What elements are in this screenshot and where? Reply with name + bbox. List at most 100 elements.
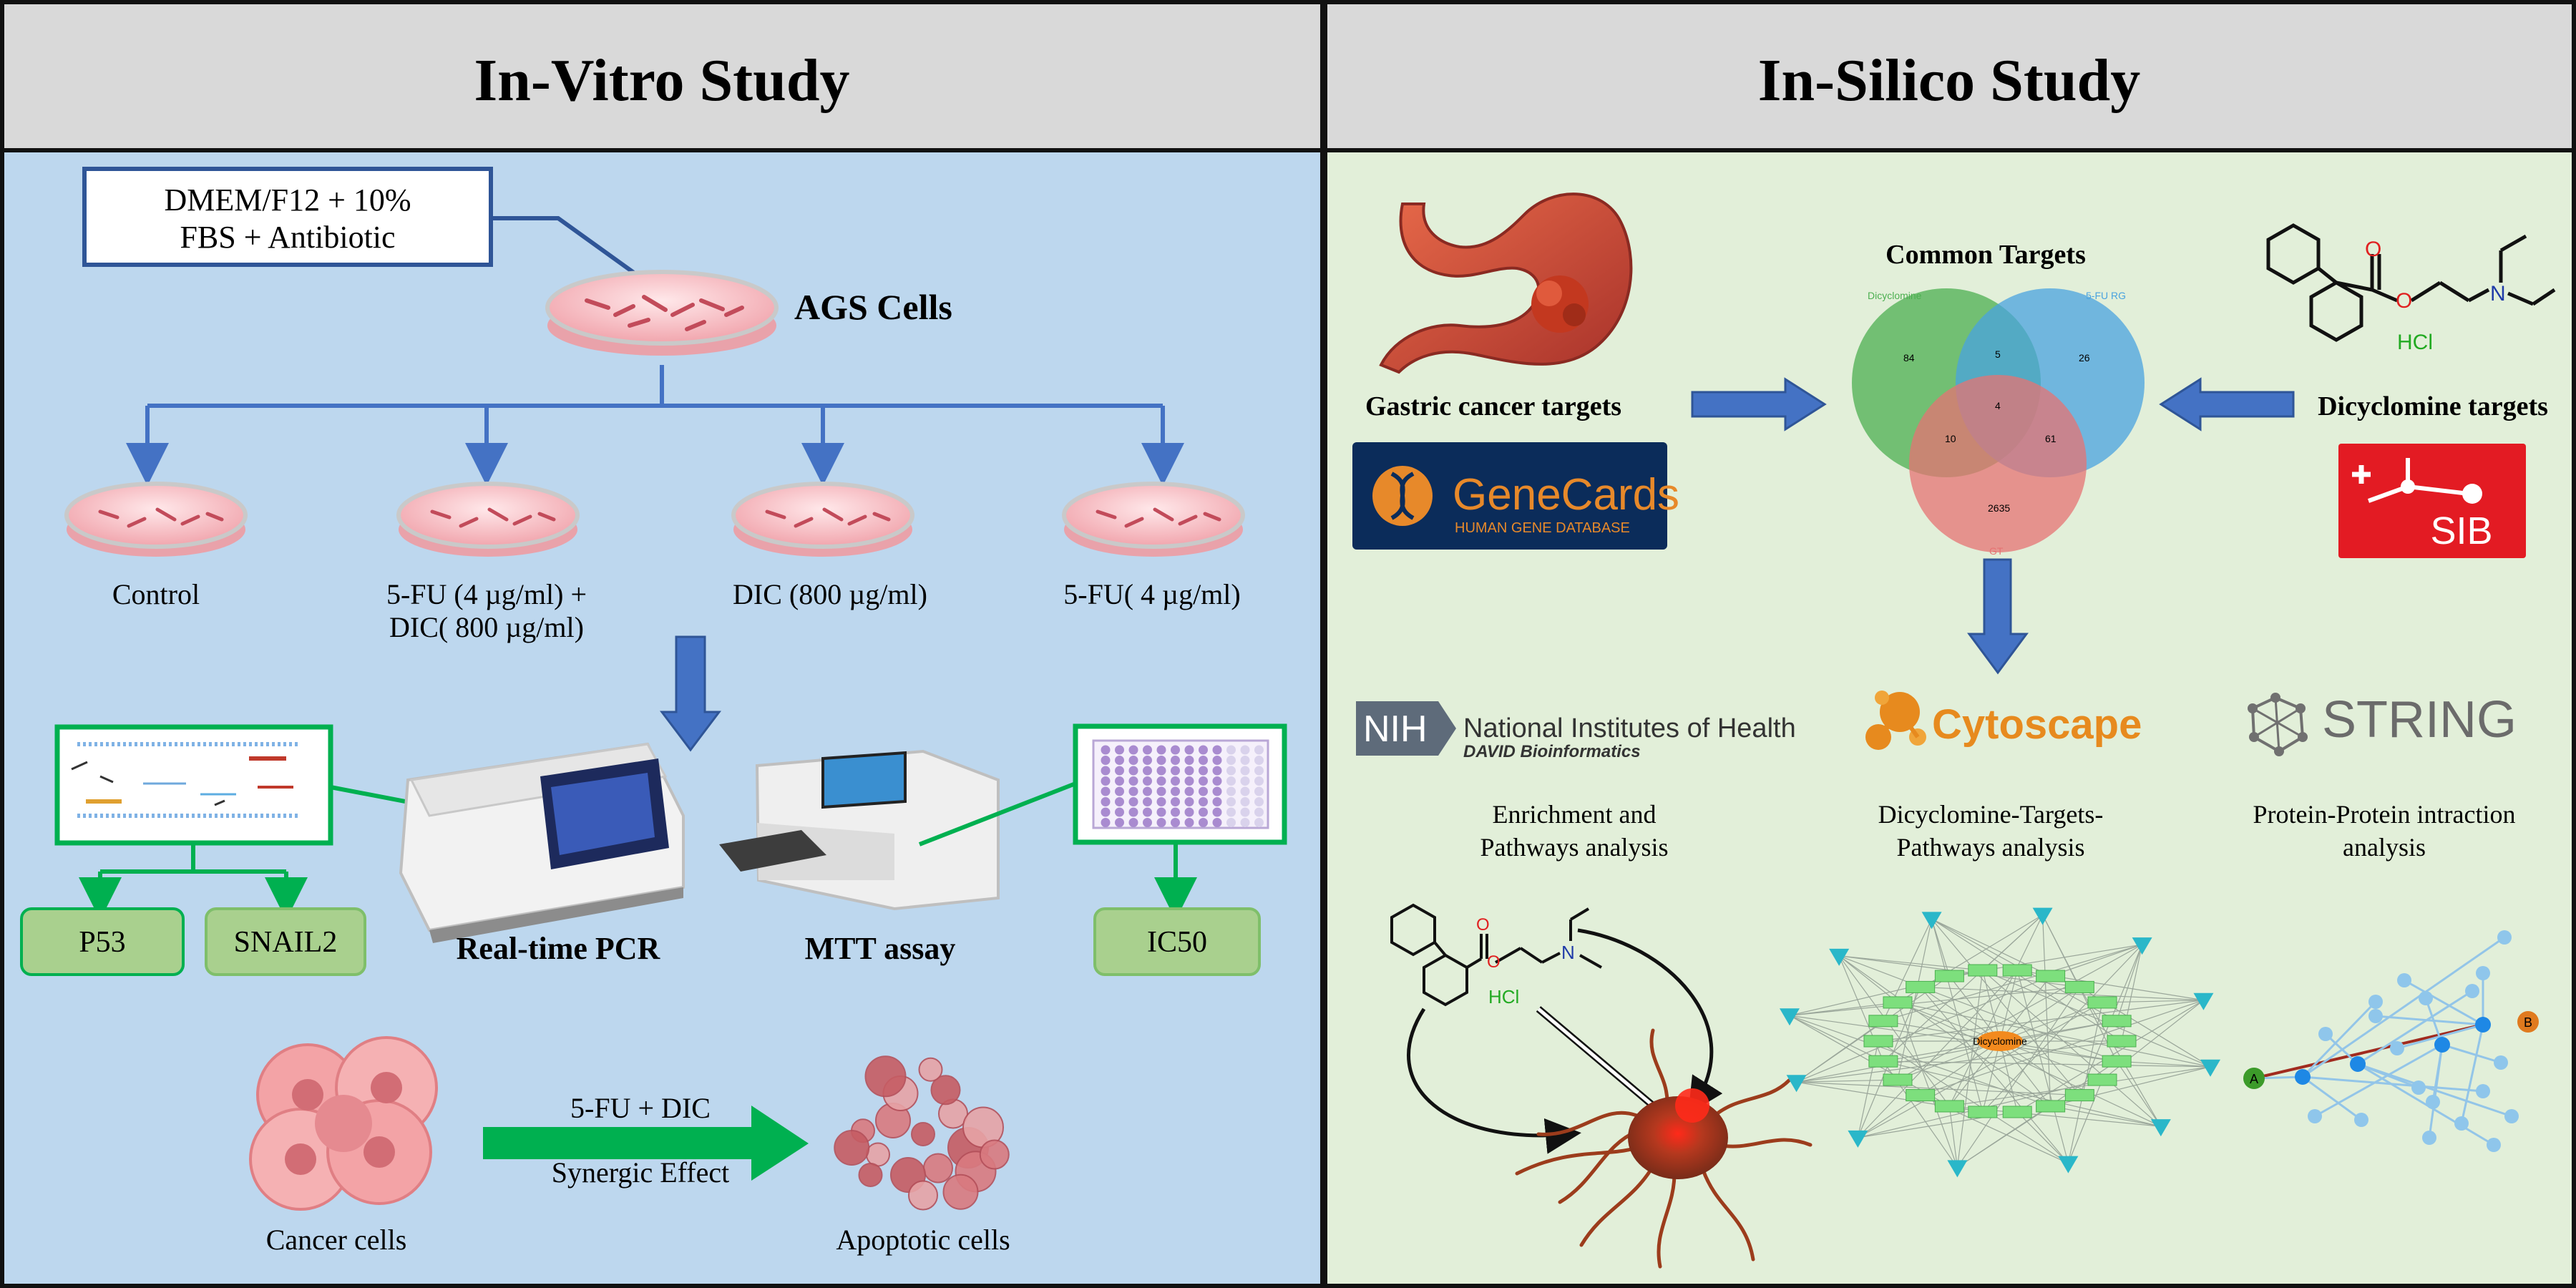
network-edge bbox=[1789, 1015, 2117, 1062]
network-edge bbox=[1999, 975, 2051, 1042]
well bbox=[1156, 786, 1166, 796]
network-edge bbox=[1999, 986, 2080, 1042]
common-targets-label: Common Targets bbox=[1885, 240, 2086, 270]
well bbox=[1156, 756, 1166, 765]
treatment-dish-combo bbox=[396, 482, 580, 557]
ppi-path-edge bbox=[2253, 1023, 2484, 1080]
pathway-node bbox=[1786, 1075, 1807, 1093]
well bbox=[1240, 766, 1250, 776]
well bbox=[1254, 807, 1264, 817]
well bbox=[1101, 818, 1111, 827]
arrow-dicyclomine-to-venn bbox=[2159, 377, 2295, 431]
ags-dish bbox=[545, 270, 779, 356]
mtt-reader-icon bbox=[719, 749, 1000, 911]
network-edge bbox=[1796, 975, 1950, 1083]
drug-tumor-illustration: O O N HCl bbox=[1390, 903, 1813, 1269]
ppi-node-a: A bbox=[2243, 1068, 2265, 1089]
network-edge bbox=[1957, 1106, 2051, 1168]
network-edge bbox=[1796, 1040, 2122, 1083]
well bbox=[1115, 766, 1124, 776]
network-edge bbox=[1982, 970, 2162, 1127]
well bbox=[1156, 797, 1166, 806]
well bbox=[1212, 776, 1222, 786]
gene-label-p53: P53 bbox=[79, 926, 125, 959]
pcr-label: Real-time PCR bbox=[457, 931, 661, 966]
target-node bbox=[2036, 1100, 2066, 1113]
network-edge bbox=[2050, 944, 2142, 977]
analysis-network-1: Dicyclomine-Targets- bbox=[1878, 800, 2104, 829]
well bbox=[1184, 745, 1194, 755]
treatment-dish-5fu bbox=[1062, 482, 1245, 557]
venn-label-b: 5-FU RG bbox=[2086, 290, 2126, 301]
well bbox=[1254, 797, 1264, 806]
well bbox=[1184, 807, 1194, 817]
treatment-label-combo-1: 5-FU (4 µg/ml) + bbox=[386, 578, 587, 610]
target-node bbox=[1868, 1015, 1898, 1028]
treatment-label-control: Control bbox=[112, 578, 200, 610]
well bbox=[1115, 786, 1124, 796]
well bbox=[1143, 766, 1152, 776]
network-edge bbox=[1857, 970, 2018, 1138]
network-edge bbox=[2067, 1079, 2103, 1163]
venn-value-bc: 61 bbox=[2045, 433, 2057, 444]
right-panel: In-Silico Study bbox=[1323, 0, 2576, 1288]
ppi-edge bbox=[2441, 1043, 2502, 1064]
well bbox=[1199, 756, 1208, 765]
network-edge bbox=[1878, 1040, 2069, 1164]
network-edge bbox=[1931, 919, 1984, 1113]
ppi-hub-node bbox=[2295, 1069, 2311, 1085]
network-edge bbox=[1982, 970, 2001, 1042]
apoptotic-body bbox=[858, 1163, 883, 1187]
well bbox=[1226, 786, 1236, 796]
analysis-enrichment-1: Enrichment and bbox=[1493, 800, 1657, 829]
well bbox=[1171, 807, 1180, 817]
apoptotic-body bbox=[908, 1180, 938, 1211]
ppi-edge bbox=[2404, 979, 2484, 1026]
well bbox=[1184, 756, 1194, 765]
network-edge bbox=[1883, 944, 2142, 1022]
ags-cells-label: AGS Cells bbox=[794, 287, 952, 327]
ppi-edge bbox=[2431, 1044, 2444, 1103]
well bbox=[1171, 797, 1180, 806]
ppi-node bbox=[2422, 1131, 2436, 1145]
network-edge bbox=[2016, 1111, 2069, 1164]
well bbox=[1128, 807, 1138, 817]
well bbox=[1101, 797, 1111, 806]
well bbox=[1226, 756, 1236, 765]
analysis-ppi-2: analysis bbox=[2343, 833, 2426, 862]
genecards-logo: GeneCards HUMAN GENE DATABASE bbox=[1352, 442, 1679, 550]
network-edge bbox=[1982, 944, 2143, 1113]
ppi-edge bbox=[2302, 936, 2505, 1078]
well bbox=[1101, 786, 1111, 796]
ppi-node bbox=[2368, 995, 2383, 1009]
cytoscape-logo: Cytoscape bbox=[1865, 691, 2142, 750]
stomach-icon bbox=[1379, 192, 1633, 374]
well bbox=[1254, 776, 1264, 786]
network-edge bbox=[2050, 1106, 2161, 1127]
apoptotic-body bbox=[930, 1075, 961, 1106]
target-node bbox=[2002, 964, 2032, 977]
network-edge bbox=[1897, 919, 1933, 1080]
apoptotic-cells-icon bbox=[834, 1055, 1010, 1211]
pathway-node bbox=[1947, 1160, 1968, 1178]
well bbox=[1128, 776, 1138, 786]
ppi-edge bbox=[2396, 1023, 2484, 1050]
network-edge bbox=[1931, 918, 2122, 1042]
combo-label: 5-FU + DIC bbox=[570, 1092, 711, 1124]
oxygen-atom-1: O bbox=[2365, 238, 2381, 261]
target-node bbox=[1934, 1100, 1964, 1113]
network-edge bbox=[2042, 914, 2080, 987]
arrow-gastric-to-venn bbox=[1691, 377, 1827, 431]
network-edge bbox=[1931, 919, 1950, 977]
well bbox=[1171, 776, 1180, 786]
ppi-hub-node bbox=[2434, 1037, 2450, 1053]
well bbox=[1143, 807, 1152, 817]
network-edge bbox=[2067, 1002, 2103, 1163]
apoptotic-body bbox=[834, 1130, 870, 1166]
ppi-edge bbox=[2460, 1024, 2484, 1124]
well bbox=[1184, 818, 1194, 827]
medium-box: DMEM/F12 + 10% FBS + Antibiotic bbox=[82, 167, 493, 267]
well bbox=[1212, 807, 1222, 817]
well bbox=[1212, 818, 1222, 827]
string-logo: STRING bbox=[2248, 691, 2517, 756]
